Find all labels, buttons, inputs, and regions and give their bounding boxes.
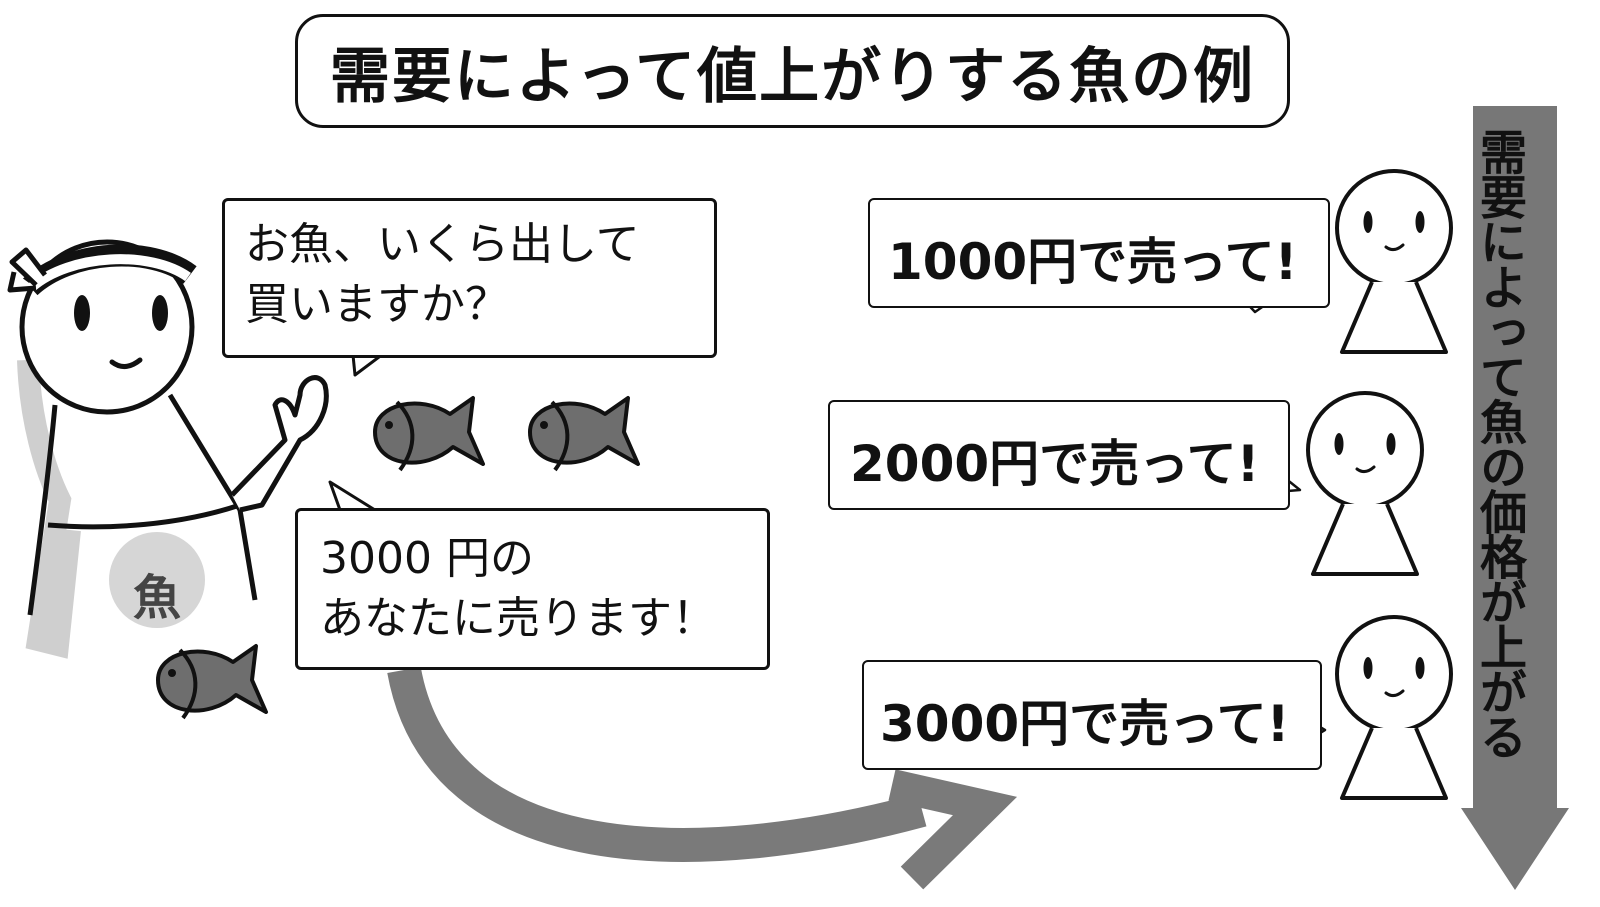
question-text: お魚、いくら出して 買いますか？	[245, 219, 640, 330]
answer-bubble: 3000 円の あなたに売ります！	[295, 508, 770, 670]
side-arrow-label: 需要によって魚の価格が上がる	[1471, 128, 1526, 758]
page-title: 需要によって値上がりする魚の例	[295, 14, 1290, 128]
question-bubble: お魚、いくら出して 買いますか？	[222, 198, 717, 358]
offer-text-3: 3000円で売って!	[880, 695, 1290, 753]
answer-bubble-tail	[328, 480, 376, 512]
offer-bubble-2: 2000円で売って!	[828, 400, 1290, 510]
fish-icon	[528, 396, 640, 472]
answer-text: 3000 円の あなたに売ります！	[320, 533, 716, 644]
fish-icon	[373, 396, 485, 472]
offer-text-2: 2000円で売って!	[850, 435, 1260, 493]
apron-kanji: 魚	[132, 570, 181, 626]
buyer-character	[1335, 169, 1453, 354]
sale-arrowhead-icon	[888, 769, 1018, 890]
buyer-character	[1335, 615, 1453, 800]
fish-seller-character	[7, 239, 329, 659]
offer-bubble-3: 3000円で売って!	[862, 660, 1322, 770]
sale-arrow-icon	[387, 666, 927, 862]
offer-text-1: 1000円で売って!	[888, 233, 1298, 291]
fish-icon	[156, 644, 268, 720]
offer-bubble-1: 1000円で売って!	[868, 198, 1330, 308]
buyer-character	[1306, 391, 1424, 576]
price-rise-arrow	[1461, 106, 1569, 890]
